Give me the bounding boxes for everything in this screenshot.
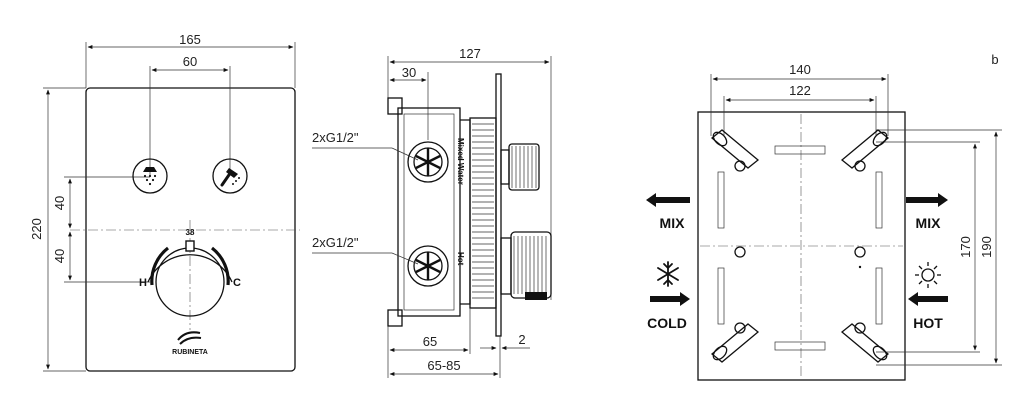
mix-left-label: MIX: [660, 215, 686, 231]
hot-water-label: Hot: [456, 252, 465, 266]
corner-mark: b: [991, 52, 998, 67]
upper-inlet: [407, 141, 449, 183]
upper-thread-label: 2xG1/2": [312, 130, 359, 145]
body-depth-dimension: 65: [423, 334, 437, 349]
threaded-flange: [469, 117, 497, 309]
inner-height-dimension: 170: [958, 236, 973, 258]
mix-outlet-left: MIX: [646, 193, 690, 231]
handheld-shower-icon: [220, 168, 240, 187]
outer-height-dimension: 190: [979, 236, 994, 258]
hot-inlet: HOT: [908, 262, 948, 331]
sun-icon: [915, 262, 941, 288]
mix-right-label: MIX: [916, 215, 942, 231]
cold-label: COLD: [647, 315, 687, 331]
adjustment-range-dimension: 65-85: [427, 358, 460, 373]
width-dimension: 165: [179, 32, 201, 47]
depth-dimension: 127: [459, 46, 481, 61]
arrow-left-icon: [646, 193, 690, 207]
temperature-mark: 38: [186, 228, 195, 237]
plate-thickness-dimension: 2: [518, 332, 525, 347]
front-view: 165 60 220 40 40: [29, 32, 300, 372]
lower-inlet: [407, 245, 449, 287]
arrow-left-icon: [908, 292, 948, 306]
snowflake-icon: [657, 261, 679, 287]
side-view: 127 30: [312, 46, 552, 378]
overhead-shower-icon: [143, 167, 157, 186]
mounting-brackets: [710, 129, 890, 363]
arrow-right-icon: [906, 193, 948, 207]
screw-holes: [734, 160, 866, 334]
brand-name: RUBINETA: [172, 349, 208, 356]
hand-shower-button[interactable]: [132, 158, 168, 194]
cold-inlet: COLD: [647, 261, 690, 331]
mounting-plate-edge: [495, 73, 502, 337]
installation-box-outline: [697, 111, 906, 381]
mix-outlet-right: MIX: [906, 193, 948, 231]
mixed-water-label: Mixed Water: [456, 138, 465, 185]
cold-mark: C: [233, 277, 241, 289]
back-view: 140 122 170 190: [646, 52, 1002, 381]
thermostat-knob[interactable]: 38 H C: [139, 228, 241, 317]
hot-label: HOT: [913, 315, 943, 331]
button-spacing-dimension: 60: [183, 54, 197, 69]
lower-spacing-dimension: 40: [52, 249, 67, 263]
lower-thread-label: 2xG1/2": [312, 235, 359, 250]
offset-dimension: 30: [402, 65, 416, 80]
inner-width-dimension: 122: [789, 83, 811, 98]
brand-logo: RUBINETA: [172, 331, 208, 356]
outer-width-dimension: 140: [789, 62, 811, 77]
arrow-right-icon: [650, 292, 690, 306]
upper-spacing-dimension: 40: [52, 196, 67, 210]
hot-mark: H: [139, 277, 147, 289]
valve-body: Mixed Water Hot: [387, 73, 552, 337]
handheld-shower-button[interactable]: [212, 158, 248, 194]
front-plate-outline: [85, 87, 296, 372]
height-dimension: 220: [29, 218, 44, 240]
